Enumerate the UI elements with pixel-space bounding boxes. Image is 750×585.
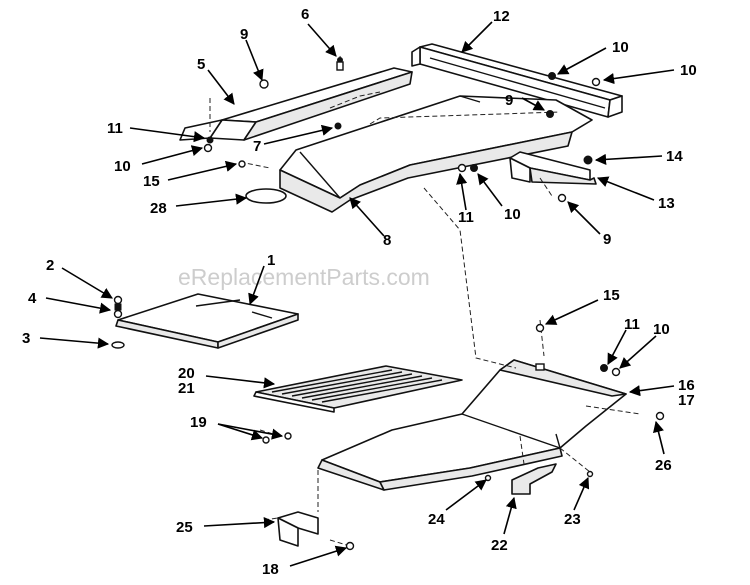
callout-12: 12 [493, 8, 510, 25]
callout-2: 2 [46, 257, 54, 274]
part-20-21-grille [253, 365, 463, 413]
part-1-plate [115, 293, 299, 349]
callout-21: 21 [178, 380, 195, 397]
part-5-bracket [179, 67, 413, 141]
callout-11-mid: 11 [458, 209, 474, 226]
callout-10-top-b: 10 [680, 62, 697, 79]
callout-9-top: 9 [240, 26, 248, 43]
callout-5: 5 [197, 56, 205, 73]
callout-24: 24 [428, 511, 445, 528]
callout-3: 3 [22, 330, 30, 347]
callout-18: 18 [262, 561, 279, 578]
callout-22: 22 [491, 537, 508, 554]
callout-10-right: 10 [653, 321, 670, 338]
leader-lines [39, 21, 675, 567]
part-8-hood-cover [279, 95, 593, 213]
assembly-lines [209, 55, 641, 547]
callout-23: 23 [564, 511, 581, 528]
callout-9-right: 9 [603, 231, 611, 248]
callout-7: 7 [253, 138, 261, 155]
callout-10-top-a: 10 [612, 39, 629, 56]
part-18-bracket [277, 511, 319, 547]
callout-16: 16 [678, 377, 695, 394]
callout-26: 26 [655, 457, 672, 474]
callout-8: 8 [383, 232, 391, 249]
callout-9-mid: 9 [505, 92, 513, 109]
callout-1: 1 [267, 252, 275, 269]
part-28-lens [245, 188, 287, 204]
callout-4: 4 [28, 290, 37, 307]
callout-6: 6 [301, 6, 309, 23]
part-16-17-floor-pan [317, 359, 627, 491]
callout-13: 13 [658, 195, 675, 212]
callout-19: 19 [190, 414, 207, 431]
callout-14: 14 [666, 148, 683, 165]
callout-17: 17 [678, 392, 695, 409]
watermark-text: eReplacementParts.com [178, 264, 430, 290]
callout-20: 20 [178, 365, 195, 382]
callout-labels: 9 6 5 12 10 10 9 11 10 7 15 28 11 10 8 1… [22, 6, 697, 578]
callout-11-right: 11 [624, 316, 640, 333]
callout-15-top: 15 [143, 173, 160, 190]
part-13-bracket [509, 151, 597, 185]
callout-10-left: 10 [114, 158, 131, 175]
callout-11-left: 11 [107, 120, 123, 137]
callout-25: 25 [176, 519, 193, 536]
callout-10-mid: 10 [504, 206, 521, 223]
callout-28: 28 [150, 200, 167, 217]
part-12-rail [411, 43, 623, 118]
hardware-parts [111, 57, 665, 551]
callout-15-right: 15 [603, 287, 620, 304]
part-22-bracket [511, 463, 557, 495]
